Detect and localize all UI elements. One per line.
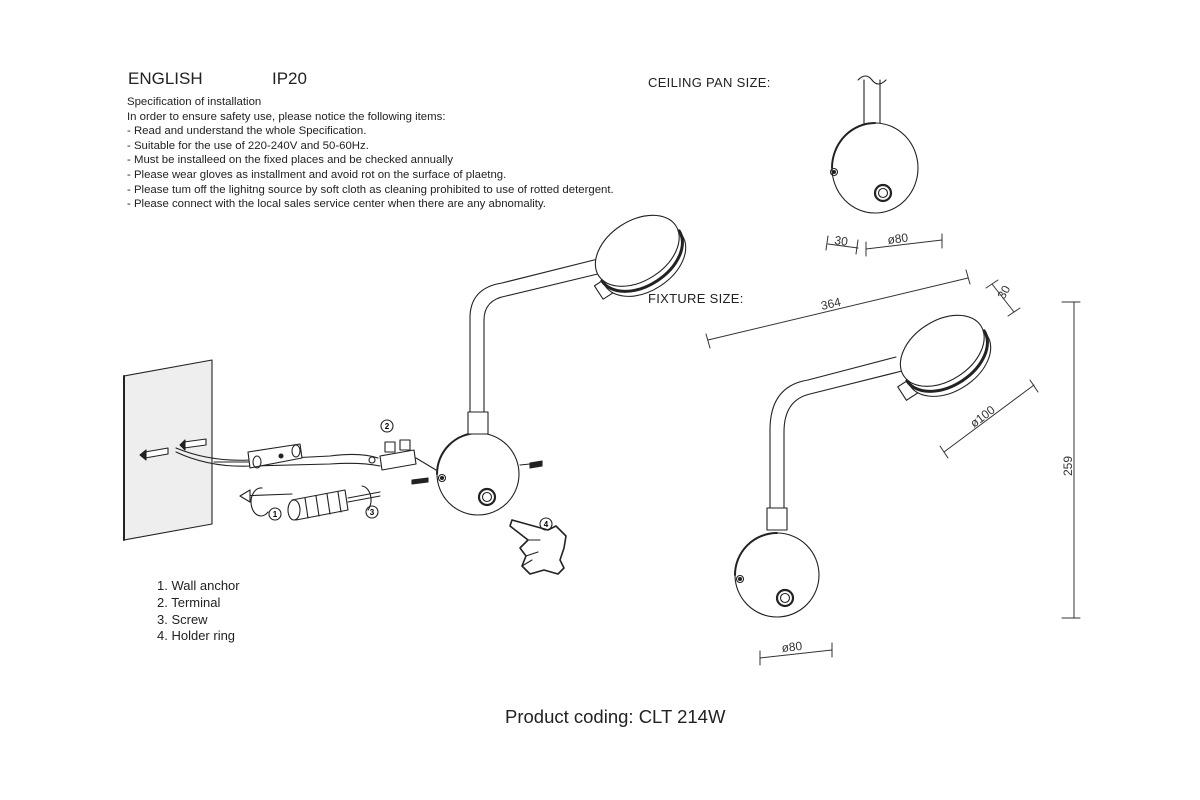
specification-item: - Please connect with the local sales se… — [127, 198, 546, 211]
callout-number-2: 2 — [385, 422, 390, 431]
fixture-dimensions — [705, 269, 1081, 666]
installation-drawing — [123, 214, 687, 575]
ceiling-pan-dimensions — [825, 233, 943, 257]
ceiling-pan-depth-label: 30 — [834, 233, 849, 249]
callout-circle-2 — [380, 419, 394, 433]
fixture-head-diameter-label: ø100 — [967, 403, 998, 431]
ceiling-pan-diameter-label: ø80 — [887, 231, 910, 247]
callout-circle-1 — [268, 507, 282, 521]
ip-rating: IP20 — [272, 69, 307, 88]
fixture-height-label: 259 — [1061, 456, 1075, 476]
specification-intro: In order to ensure safety use, please no… — [127, 110, 446, 123]
fixture-head-depth-label: 30 — [994, 283, 1013, 302]
legend-item-wall-anchor: 1. Wall anchor — [157, 578, 240, 593]
legend-item-holder-ring: 4. Holder ring — [157, 628, 236, 644]
specification-title: Specification of installation — [127, 96, 262, 108]
specification-item: - Must be installeed on the fixed places… — [127, 154, 454, 167]
specification-item: - Read and understand the whole Specific… — [127, 125, 367, 138]
ceiling-pan-drawing — [829, 75, 919, 214]
fixture-drawing — [734, 314, 992, 618]
specification-block: Specification of installation In order t… — [127, 95, 614, 212]
specification-item: - Please wear gloves as installment and … — [127, 168, 507, 181]
specification-item: - Suitable for the use of 220-240V and 5… — [127, 139, 369, 152]
product-coding: Product coding: CLT 214W — [505, 706, 726, 727]
fixture-size-label: FIXTURE SIZE: — [648, 291, 744, 306]
specification-item: - Please tum off the lighitng source by … — [127, 183, 614, 196]
legend-item-screw: 3. Screw — [157, 611, 208, 627]
callout-circle-3 — [365, 505, 379, 519]
parts-legend: 1. Wall anchor 2. Terminal 3. Screw 4. H… — [157, 578, 240, 645]
legend-item-terminal: 2. Terminal — [157, 594, 221, 610]
language-label: ENGLISH — [128, 69, 203, 88]
ceiling-pan-size-label: CEILING PAN SIZE: — [648, 75, 771, 90]
callout-number-4: 4 — [544, 520, 549, 529]
callout-number-1: 1 — [273, 510, 278, 519]
fixture-base-diameter-label: ø80 — [781, 639, 803, 655]
fixture-length-label: 364 — [820, 295, 843, 313]
callout-number-3: 3 — [370, 508, 375, 517]
callout-circle-4 — [539, 517, 553, 531]
